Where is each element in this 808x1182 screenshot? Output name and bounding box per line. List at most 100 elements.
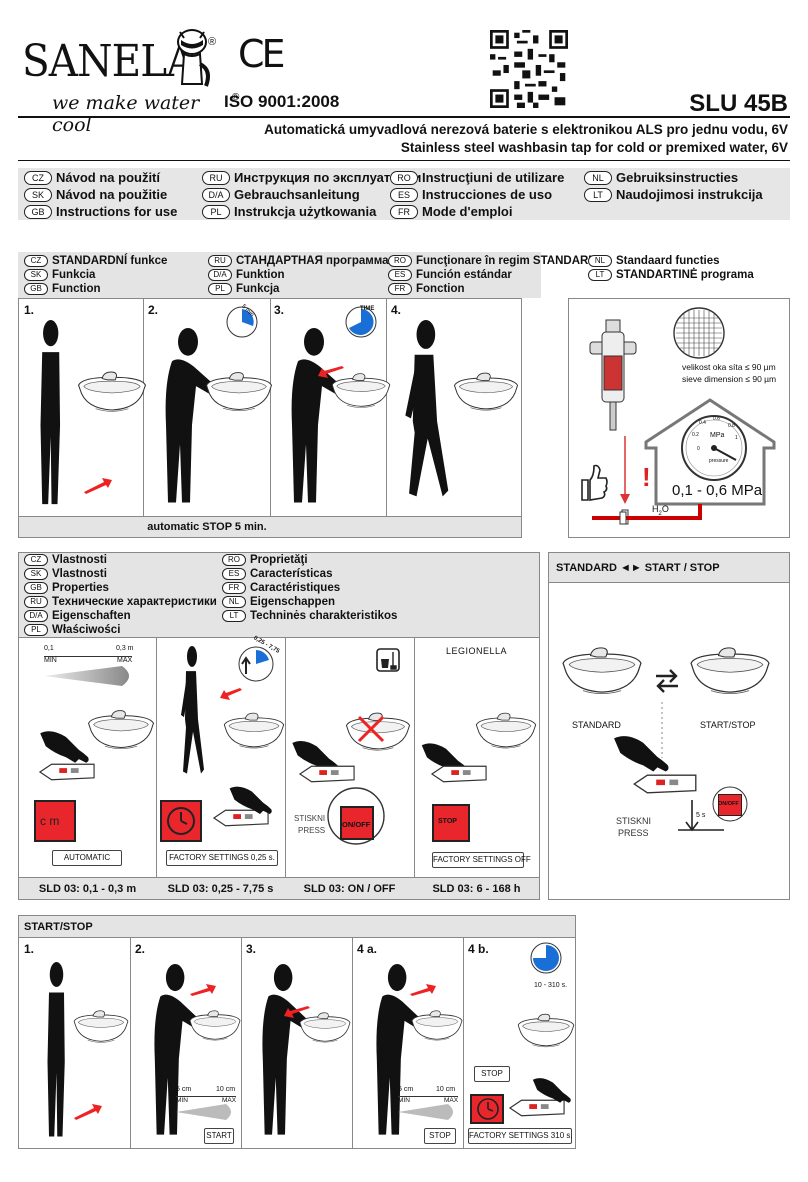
start-label: START (204, 1128, 234, 1144)
standard-startstop-title: STANDARD ◄► START / STOP (556, 562, 720, 574)
mode-standard: STANDARD (572, 720, 621, 730)
gauge-tick-1: 0.2 (692, 432, 699, 438)
prop-caption-2: SLD 03: 0,25 - 7,75 s (167, 883, 274, 895)
legionella-label: LEGIONELLA (446, 646, 508, 656)
ss-step-4a: 4 a. (357, 942, 378, 956)
hand-icon (228, 782, 276, 822)
sink-icon (298, 1008, 352, 1046)
startstop-title: START/STOP (24, 921, 93, 933)
std-step-2: 2. (148, 303, 159, 317)
stop-label: STOP (424, 1128, 456, 1144)
sink-icon (188, 1006, 242, 1044)
prop-caption-3: SLD 03: ON / OFF (303, 883, 396, 895)
cross-icon (357, 715, 385, 743)
clock-icon (167, 807, 195, 835)
range-max-value: 10 cm (216, 1086, 236, 1093)
mesh-size-cz: velikost oka síta ≤ 90 µm (682, 362, 776, 372)
automatic-label: AUTOMATIC (52, 850, 122, 866)
person-washing-icon (150, 328, 230, 508)
sink-icon (86, 706, 156, 752)
standard-startstop-panel (548, 552, 790, 900)
pressure-range: 0,1 - 0,6 MPa (672, 482, 763, 499)
sensor-range-cone-icon (398, 1104, 453, 1120)
header-divider (18, 116, 790, 118)
warning-mark: ! (642, 462, 651, 492)
press-cz: STISKNI (294, 814, 326, 823)
gauge-unit: MPa (710, 432, 725, 439)
range-min-label: MIN (44, 656, 132, 664)
red-arrow-icon (284, 1006, 310, 1018)
sieve-mesh-icon (673, 307, 725, 359)
sink-startstop-icon (688, 642, 772, 698)
house-outline-icon (644, 398, 776, 506)
sink-icon (204, 368, 274, 414)
red-arrow-icon (84, 478, 112, 494)
on-off-label: ON/OFF (718, 801, 739, 807)
range-max-value: 10 cm (436, 1086, 456, 1093)
hold-time-icon (678, 800, 724, 832)
properties-caption-bar (19, 877, 539, 899)
display-cm-icon (34, 800, 76, 842)
controller-icon (298, 762, 356, 786)
person-walking-icon (396, 320, 452, 508)
model-number: SLU 45B (689, 90, 788, 117)
reg-mark: ® (208, 36, 217, 48)
standard-startstop-header (549, 553, 789, 583)
press-en: PRESS (298, 826, 326, 835)
factory-settings-time: FACTORY SETTINGS 0,25 s. (166, 850, 278, 866)
range-max-value: 0,3 m (116, 645, 134, 652)
ss-step-2: 2. (135, 942, 146, 956)
std-step-1: 1. (24, 303, 35, 317)
clock-icon (477, 1098, 499, 1120)
standard-header (18, 252, 541, 298)
person-leaving-icon (248, 964, 322, 1140)
on-off-label: ON/OFF (342, 820, 371, 829)
timer-5min-icon (226, 306, 258, 338)
prop-caption-4: SLD 03: 6 - 168 h (432, 883, 521, 895)
dotted-link-icon (661, 702, 663, 758)
person-standing-icon (32, 320, 66, 510)
raccoon-mascot-icon (177, 29, 210, 87)
sanela-logo: SANELA ® we make water cool ® (22, 28, 239, 136)
range-min-value: 5 cm (398, 1086, 414, 1093)
gauge-tick-2: 0.4 (699, 420, 706, 426)
startstop-header (19, 916, 575, 938)
display-cm-text: c m (40, 814, 60, 828)
water-pipe-icon (592, 504, 702, 525)
sensor-range-cone-icon (44, 666, 129, 686)
stop-label: STOP (474, 1066, 510, 1082)
swap-arrows-icon (656, 669, 678, 693)
press-en: PRESS (618, 828, 649, 838)
timer-icon (530, 942, 562, 974)
gauge-tick-0: 0 (697, 446, 700, 452)
ss-step-1: 1. (24, 942, 35, 956)
range-max-label: MAX (117, 657, 133, 664)
person-leaving-icon (276, 328, 356, 508)
sink-icon (222, 708, 286, 752)
gauge-tick-4: 0.8 (728, 423, 735, 429)
range-min-value: 0,1 (44, 645, 54, 652)
properties-header (19, 553, 539, 637)
tagline: we make water cool (52, 92, 200, 136)
red-arrow-icon (410, 984, 436, 996)
